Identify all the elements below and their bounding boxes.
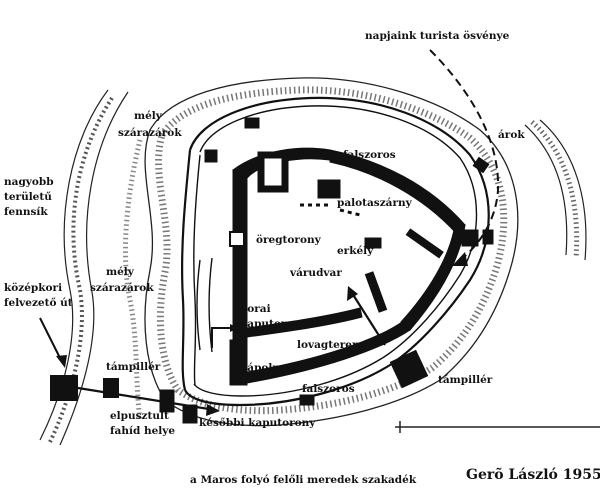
- balcony: [364, 237, 382, 249]
- hill-outer-slope: [144, 77, 519, 427]
- palace-partition-1: [364, 271, 388, 313]
- left-rampart: [196, 257, 213, 353]
- bridge-arrow-line: [77, 386, 216, 412]
- label-nagyobb-terulet-3: fennsík: [4, 206, 48, 218]
- label-mely-szarazarok-left-2: szárazárok: [90, 282, 154, 294]
- left-outer-wall-inner: [193, 154, 201, 386]
- label-palotaszarny: palotaszárny: [337, 197, 413, 209]
- outer-curtain-wall-inner: [193, 105, 478, 397]
- e-buttress-tower: [389, 349, 429, 389]
- gate-passage-arrowhead: [230, 324, 238, 332]
- knight-hall-wall: [246, 307, 363, 338]
- label-kesobbi-kaputorony: későbbi kaputorony: [199, 416, 316, 429]
- left-inner-slope: [122, 139, 143, 421]
- label-maros: a Maros folyó felőli meredek szakadék: [190, 473, 417, 486]
- label-tampiller-left: támpillér: [106, 361, 161, 373]
- early-gate-block: [229, 231, 245, 247]
- label-falszoros-bottom: falszoros: [302, 383, 355, 395]
- palace-partition-2: [405, 228, 444, 259]
- left-rampart-inner: [208, 257, 213, 353]
- chapel-walls: [229, 339, 243, 386]
- label-nagyobb-terulet-2: területű: [4, 190, 52, 203]
- label-kozepkori-2: felvezető út: [4, 296, 73, 309]
- label-nagyobb-terulet-1: nagyobb: [4, 176, 54, 188]
- courtyard-arrowhead: [347, 286, 358, 301]
- outer-wall-block-3: [482, 229, 494, 245]
- bridge-arrowhead: [206, 404, 220, 416]
- label-elpusztult-1: elpusztult: [110, 410, 169, 422]
- left-outer-wall: [181, 149, 192, 391]
- south-inner-wall: [246, 321, 411, 384]
- label-falszoros-top: falszoros: [343, 149, 396, 161]
- outer-curtain-wall: [184, 96, 490, 407]
- courtyard-arrow-line: [351, 292, 386, 346]
- inner-walls: [159, 117, 494, 424]
- gate-passage-arrow: [211, 327, 232, 348]
- label-korai-kaputorony-1: korai: [240, 303, 271, 315]
- label-tampiller-right: támpillér: [438, 374, 493, 386]
- courtyard-path: [211, 286, 386, 348]
- label-arok: árok: [498, 129, 525, 141]
- label-korai-kaputorony-2: kaputorony: [240, 318, 308, 330]
- palace-wing-wall: [329, 149, 466, 234]
- label-mely-szarazarok-left-1: mély: [106, 266, 135, 278]
- outer-wall-block-1: [244, 117, 260, 129]
- bridge-pier-outer: [50, 375, 78, 401]
- keep-annex: [317, 179, 341, 199]
- label-elpusztult-2: fahíd helye: [110, 425, 175, 437]
- keep-traces: [300, 203, 361, 217]
- road-arrow-line: [39, 317, 63, 363]
- hill-slope-hatching: [155, 86, 508, 415]
- right-ditch-inner: [524, 124, 568, 256]
- label-mely-szarazarok-top-2: szárazárok: [118, 127, 182, 139]
- label-kozepkori-1: középkori: [4, 282, 62, 294]
- right-ditch-outer: [539, 119, 587, 261]
- label-turista-osveny: napjaink turista ösvénye: [365, 30, 510, 42]
- outer-walls: [181, 96, 490, 407]
- east-wall: [400, 224, 466, 331]
- keep-interior: [263, 157, 283, 187]
- outer-wall-block-4: [299, 394, 315, 406]
- outer-wall-block-5: [204, 149, 218, 163]
- right-ditch-hatch: [530, 120, 580, 259]
- ne-tower: [461, 229, 479, 247]
- tourist-path-arrowhead: [452, 252, 468, 266]
- label-lovagterem: lovagterem: [297, 339, 363, 351]
- author-credit: Gerõ László 1955: [466, 466, 600, 483]
- label-erkely: erkély: [337, 245, 374, 257]
- approach: [39, 317, 220, 416]
- outer-wall-block-2: [472, 156, 490, 174]
- label-kapolna: kápolna: [240, 362, 287, 374]
- left-moat-edge-inner: [59, 91, 129, 446]
- labels: napjaink turista ösvénye árok mély szára…: [4, 30, 600, 486]
- label-mely-szarazarok-top-1: mély: [134, 110, 163, 122]
- label-varudvar: várudvar: [289, 267, 342, 279]
- left-rampart-outer: [196, 259, 201, 351]
- label-oregtorony: öregtorony: [256, 234, 322, 246]
- road-arrowhead: [56, 355, 67, 368]
